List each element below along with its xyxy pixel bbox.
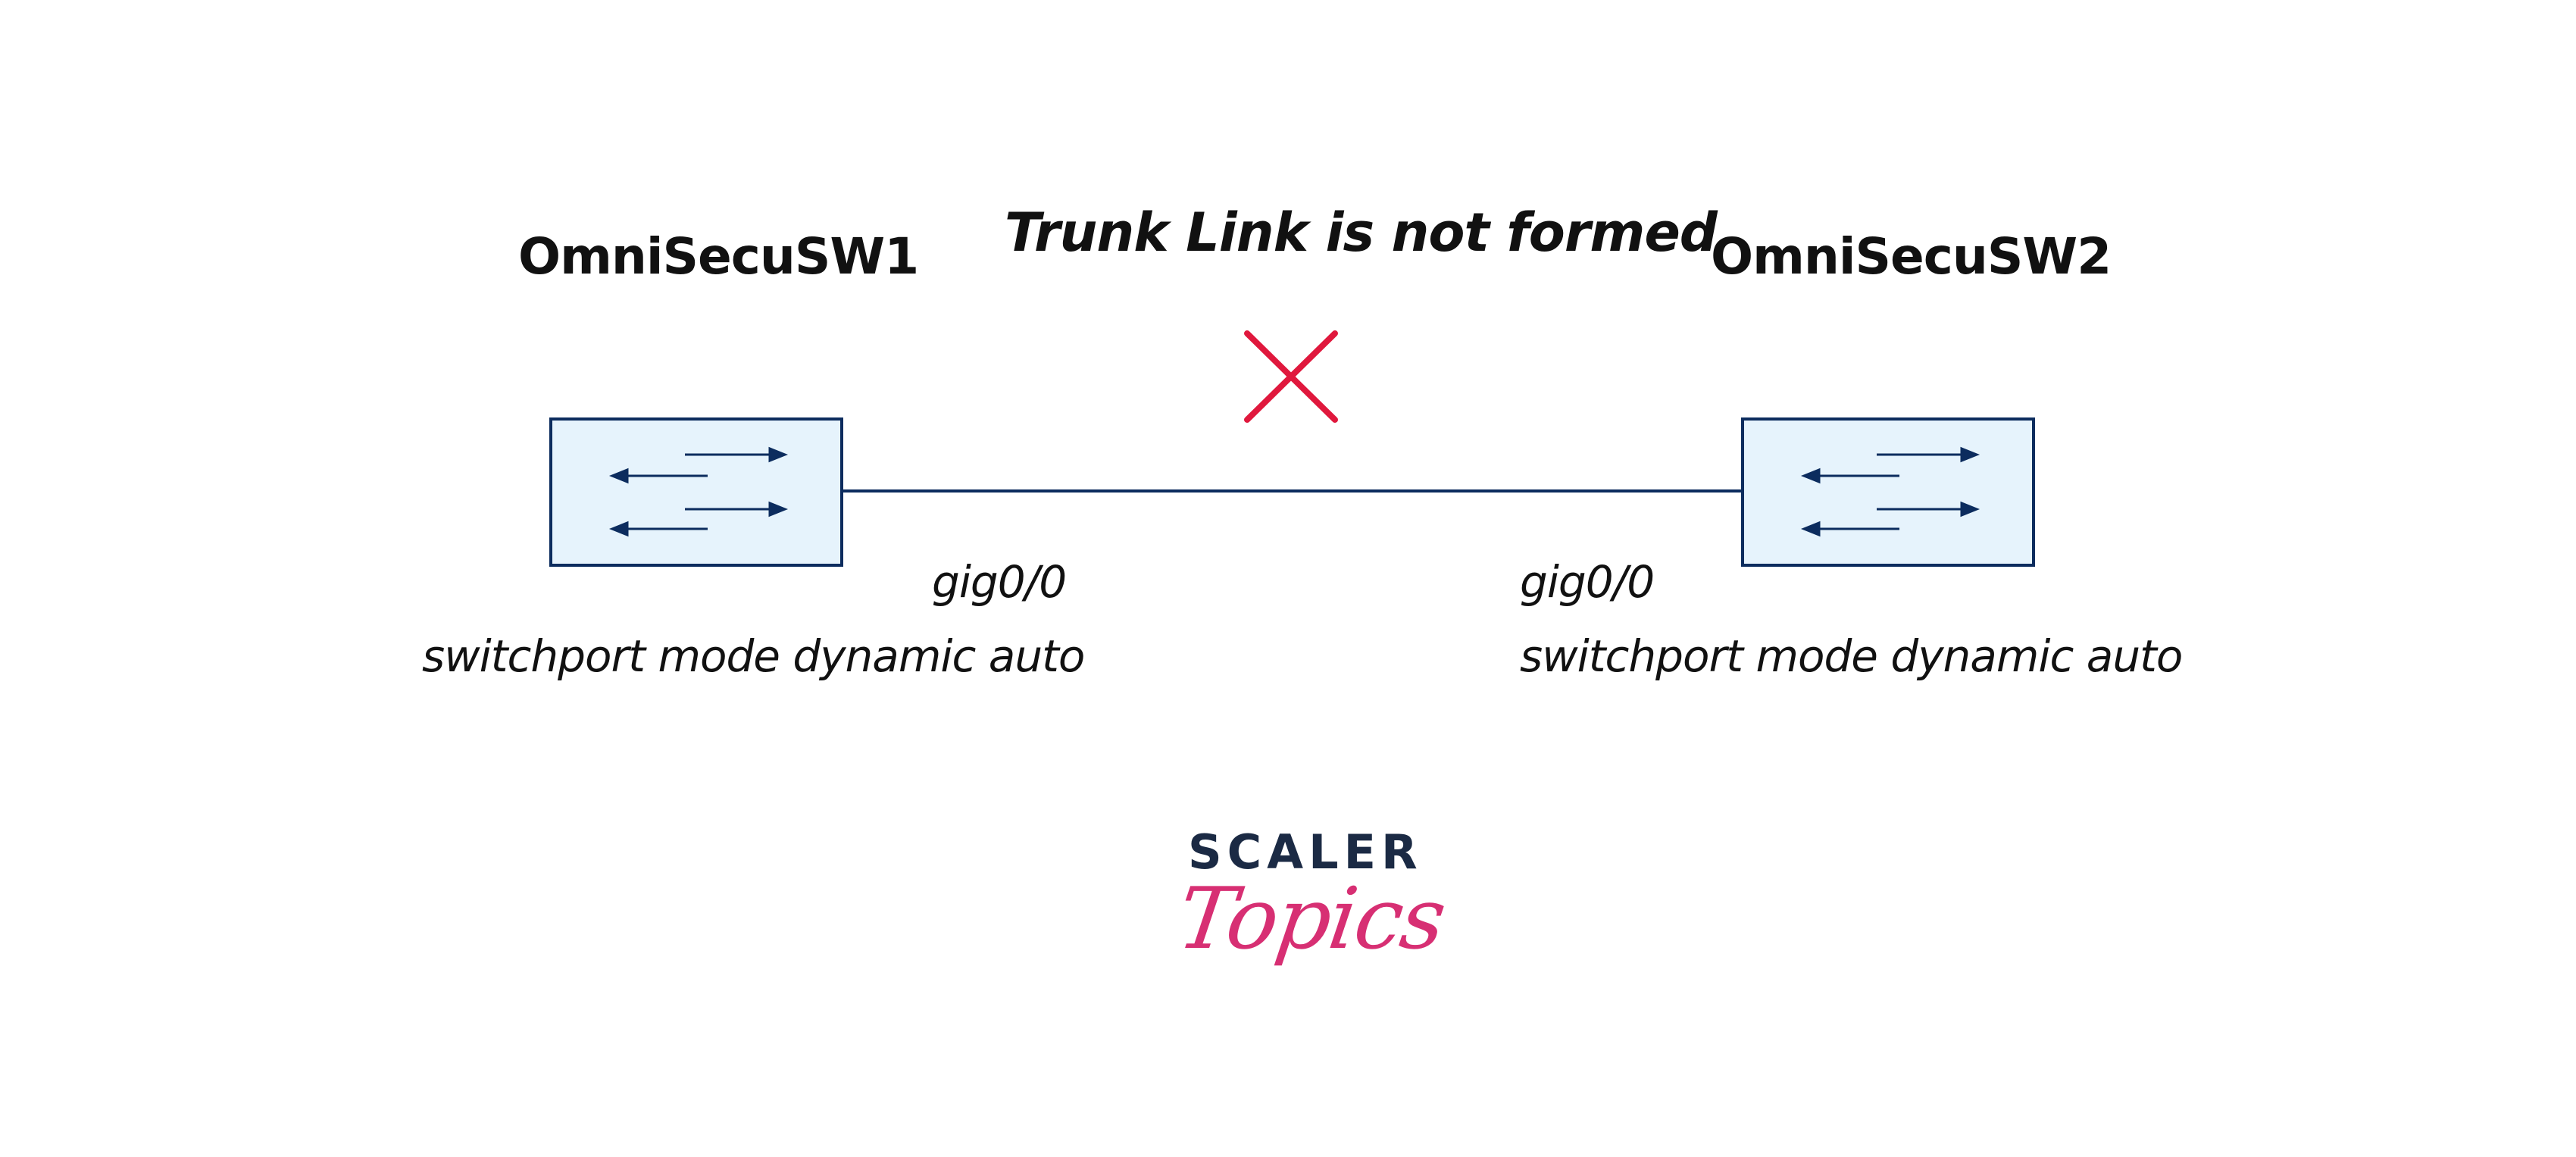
right-switch-config: switchport mode dynamic auto bbox=[1520, 630, 2183, 682]
left-switch-port: gig0/0 bbox=[932, 556, 1067, 608]
left-switch-config: switchport mode dynamic auto bbox=[422, 630, 1085, 682]
right-switch-name: OmniSecuSW2 bbox=[1711, 227, 2112, 286]
left-switch-name: OmniSecuSW1 bbox=[518, 227, 919, 286]
scaler-logo-text: SCALER bbox=[1188, 824, 1423, 880]
topics-logo-text: Topics bbox=[1171, 870, 1451, 968]
switch-right-icon bbox=[1741, 417, 2035, 567]
cross-icon bbox=[1244, 330, 1338, 423]
switch-right-body bbox=[1741, 417, 2035, 567]
switch-left-icon bbox=[549, 417, 843, 567]
link-status-title: Trunk Link is not formed bbox=[1005, 202, 1718, 264]
right-switch-port: gig0/0 bbox=[1520, 556, 1655, 608]
switch-left-body bbox=[549, 417, 843, 567]
